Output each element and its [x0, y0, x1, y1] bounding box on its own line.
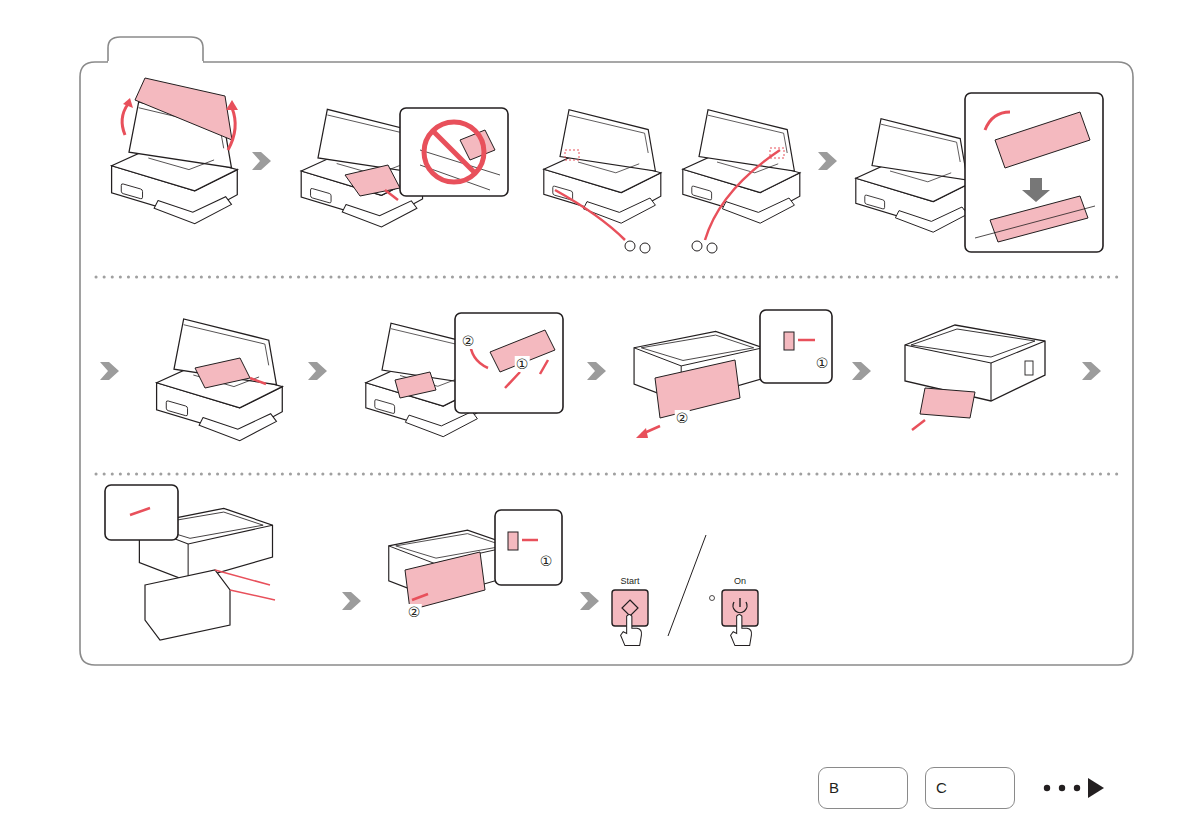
section-letter: C — [936, 780, 1004, 795]
callout-number: ① — [539, 553, 554, 569]
callout-number: ② — [675, 410, 690, 426]
section-tab: B — [818, 767, 908, 809]
callout-number: ① — [515, 356, 530, 372]
callout-number: ② — [407, 604, 422, 620]
callout-number: ② — [461, 333, 476, 349]
button-label: Start — [619, 576, 640, 587]
section-letter: B — [829, 780, 897, 795]
button-label: On — [733, 576, 747, 587]
callout-number: ① — [815, 355, 830, 371]
section-tab: C — [925, 767, 1015, 809]
